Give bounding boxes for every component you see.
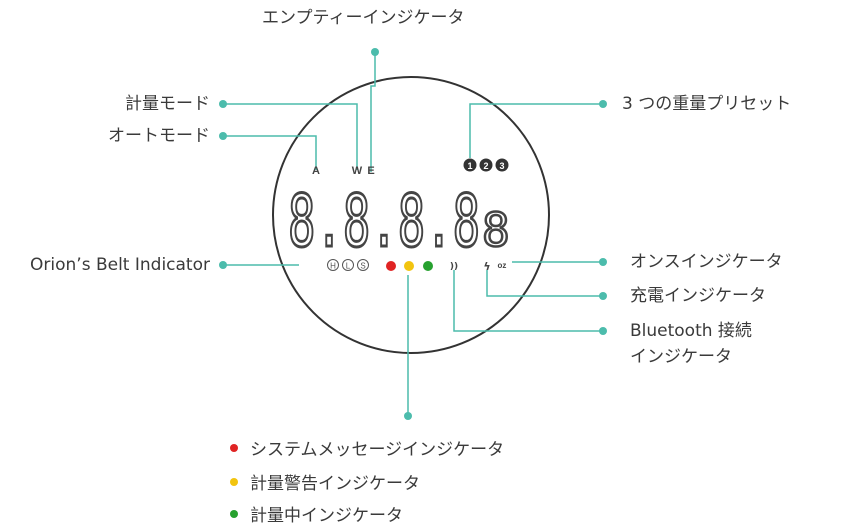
preset-badges: 1 2 3 xyxy=(463,158,509,172)
preset-number: 2 xyxy=(483,161,488,171)
belt-letter: L xyxy=(346,262,351,271)
label-orion-belt: Orion’s Belt Indicator xyxy=(30,255,210,275)
weighing-light xyxy=(423,261,433,271)
mode-a-indicator: A xyxy=(312,165,320,177)
callout-dot xyxy=(371,48,379,56)
callout-dot xyxy=(219,100,227,108)
preset-badge xyxy=(463,158,477,172)
belt-letter: H xyxy=(330,262,336,271)
label-weigh-mode: 計量モード xyxy=(125,94,210,114)
legend-dot-red xyxy=(230,444,238,452)
mode-w-indicator: W xyxy=(352,165,363,177)
mode-e-indicator: E xyxy=(367,165,374,177)
label-bluetooth-line2: インジケータ xyxy=(630,347,732,367)
callout-dot xyxy=(404,412,412,420)
oz-indicator: oz xyxy=(498,261,507,270)
legend-dot-green xyxy=(230,510,238,518)
callout-dot xyxy=(599,292,607,300)
weigh-warning-light xyxy=(404,261,414,271)
label-bluetooth-line1: Bluetooth 接続 xyxy=(630,321,752,341)
callout-dot xyxy=(599,100,607,108)
preset-badge xyxy=(479,158,493,172)
preset-number: 1 xyxy=(467,161,472,171)
belt-letter: S xyxy=(360,262,365,271)
callout-charge xyxy=(486,270,603,297)
legend-label: システムメッセージインジケータ xyxy=(250,440,505,460)
callout-auto-mode xyxy=(223,135,317,170)
callout-weigh-mode xyxy=(223,103,358,170)
legend-label: 計量中インジケータ xyxy=(250,506,403,526)
belt-circle xyxy=(327,259,339,271)
callout-dot xyxy=(219,261,227,269)
label-presets: 3 つの重量プリセット xyxy=(622,94,792,114)
preset-number: 3 xyxy=(499,161,504,171)
display-bezel xyxy=(272,76,550,354)
orion-belt-indicator: H L S xyxy=(327,259,369,271)
label-empty-indicator: エンプティーインジケータ xyxy=(262,8,465,28)
callout-dot xyxy=(219,132,227,140)
legend-item: 計量警告インジケータ xyxy=(230,474,420,494)
legend-item: 計量中インジケータ xyxy=(230,506,403,526)
callout-presets xyxy=(469,103,603,158)
main-digits: 8.8.8.8 xyxy=(288,179,480,263)
callout-dots xyxy=(219,48,607,420)
label-ounce-indicator: オンスインジケータ xyxy=(630,252,783,272)
label-charge-indicator: 充電インジケータ xyxy=(630,286,766,306)
legend-dot-yellow xyxy=(230,478,238,486)
callout-dot xyxy=(599,327,607,335)
legend-label: 計量警告インジケータ xyxy=(250,474,420,494)
unit-digit: 8 xyxy=(482,203,510,257)
label-auto-mode: オートモード xyxy=(108,126,210,146)
belt-circle xyxy=(357,259,369,271)
legend-item: システムメッセージインジケータ xyxy=(230,440,504,460)
bluetooth-icon: )) xyxy=(450,262,458,272)
bolt-icon: ϟ xyxy=(483,260,490,273)
callout-lines xyxy=(223,52,603,414)
callout-bluetooth xyxy=(453,270,603,332)
preset-badge xyxy=(495,158,509,172)
callout-empty xyxy=(370,52,376,172)
belt-circle xyxy=(342,259,354,271)
system-message-light xyxy=(386,261,396,271)
callout-dot xyxy=(599,258,607,266)
